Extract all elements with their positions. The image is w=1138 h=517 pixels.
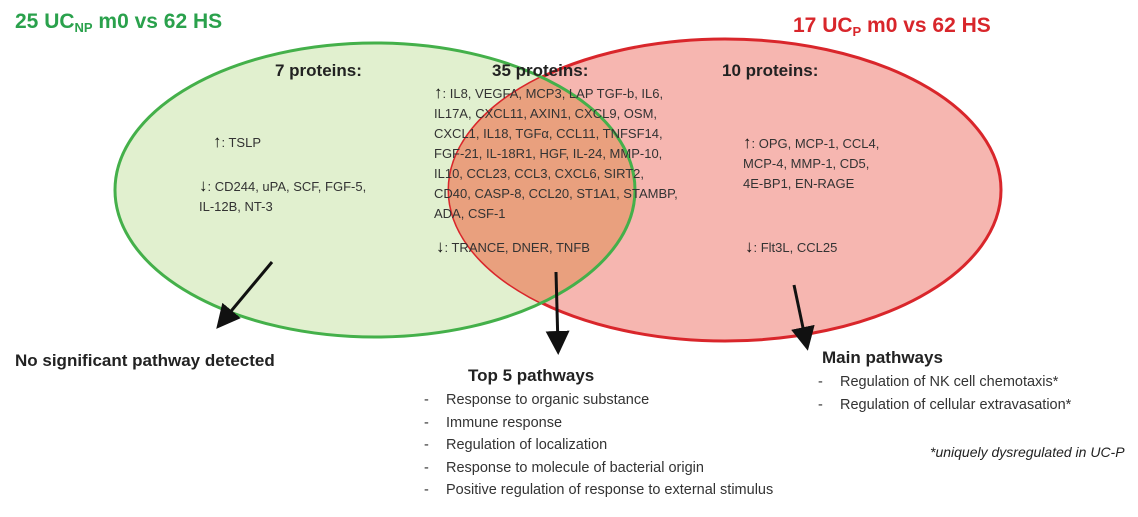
right-title-suffix: m0 vs 62 HS: [861, 14, 991, 37]
up-arrow-icon: ↑: [434, 83, 443, 102]
intersection-up-list: : IL8, VEGFA, MCP3, LAP TGF-b, IL6, IL17…: [434, 86, 678, 221]
up-arrow-icon: ↑: [743, 133, 752, 152]
intersection-up-regulated: ↑: IL8, VEGFA, MCP3, LAP TGF-b, IL6, IL1…: [434, 83, 680, 224]
intersection-pathways-title: Top 5 pathways: [468, 366, 595, 385]
right-title-subscript: P: [852, 24, 862, 39]
left-set-heading: 7 proteins:: [275, 61, 362, 80]
down-arrow-icon: ↓: [745, 237, 754, 256]
down-arrow-icon: ↓: [199, 176, 208, 195]
right-set-title: 17 UCP m0 vs 62 HS: [793, 14, 991, 39]
right-pathways-list: Regulation of NK cell chemotaxis*Regulat…: [818, 371, 1136, 416]
left-down-regulated: ↓: CD244, uPA, SCF, FGF-5, IL-12B, NT-3: [199, 176, 374, 217]
intersection-pathways-list: Response to organic substanceImmune resp…: [424, 389, 884, 502]
left-set-title: 25 UCNP m0 vs 62 HS: [15, 10, 222, 35]
intersection-down-regulated: ↓: TRANCE, DNER, TNFB: [436, 237, 676, 258]
right-up-regulated: ↑: OPG, MCP-1, CCL4, MCP-4, MMP-1, CD5, …: [743, 133, 893, 194]
left-up-list: : TSLP: [221, 135, 262, 150]
intersection-pathway-arrow: [545, 271, 570, 355]
left-pathway-arrow: [216, 261, 274, 329]
right-up-list: : OPG, MCP-1, CCL4, MCP-4, MMP-1, CD5, 4…: [743, 136, 880, 191]
right-pathways-title: Main pathways: [822, 348, 943, 367]
left-title-subscript: NP: [74, 20, 93, 35]
intersection-heading: 35 proteins:: [492, 61, 589, 80]
up-arrow-icon: ↑: [213, 132, 222, 151]
intersection-down-list: : TRANCE, DNER, TNFB: [444, 240, 590, 255]
intersection-pathway-item: Regulation of localization: [424, 434, 884, 457]
intersection-pathway-item: Response to molecule of bacterial origin: [424, 457, 884, 480]
down-arrow-icon: ↓: [436, 237, 445, 256]
right-set-heading: 10 proteins:: [722, 61, 819, 80]
left-set-outline: [113, 41, 637, 339]
right-pathway-item: Regulation of NK cell chemotaxis*: [818, 371, 1136, 394]
intersection-region: [449, 43, 635, 337]
intersection-pathway-item: Positive regulation of response to exter…: [424, 479, 884, 502]
footnote: *uniquely dysregulated in UC-P: [930, 444, 1125, 460]
right-down-list: : Flt3L, CCL25: [753, 240, 838, 255]
right-title-prefix: 17 UC: [793, 14, 853, 37]
right-down-regulated: ↓: Flt3L, CCL25: [745, 237, 905, 258]
left-pathway-text: No significant pathway detected: [15, 351, 275, 370]
left-up-regulated: ↑: TSLP: [213, 132, 373, 153]
intersection-pathway-item: Response to organic substance: [424, 389, 884, 412]
left-title-suffix: m0 vs 62 HS: [92, 10, 223, 33]
right-pathway-arrow: [791, 284, 815, 351]
left-title-prefix: 25 UC: [15, 10, 75, 33]
intersection-pathway-item: Immune response: [424, 412, 884, 435]
left-down-list: : CD244, uPA, SCF, FGF-5, IL-12B, NT-3: [199, 179, 367, 214]
right-pathway-item: Regulation of cellular extravasation*: [818, 394, 1136, 417]
